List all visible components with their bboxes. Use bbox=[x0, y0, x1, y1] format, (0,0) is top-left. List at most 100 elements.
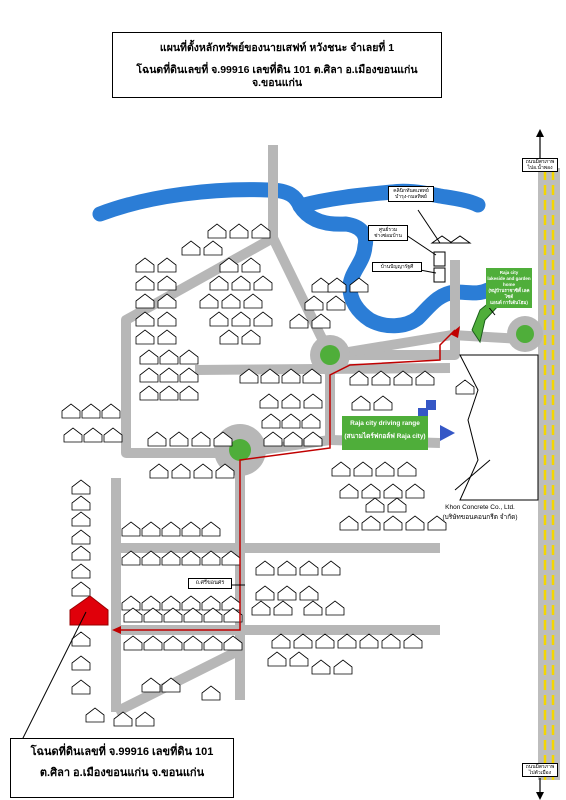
lane-sign-label: ถ.ศรีขอนศร bbox=[188, 578, 232, 589]
subject-plot-label: โฉนดที่ดินเลขที่ จ.99916 เลขที่ดิน 101 ต… bbox=[10, 738, 234, 798]
route-to-subject bbox=[116, 329, 456, 631]
house bbox=[157, 275, 177, 291]
house bbox=[179, 349, 199, 365]
highway-south-sign: ถนนมิตรภาพ ไปตัวเมือง bbox=[522, 763, 558, 777]
house bbox=[405, 515, 425, 531]
houses bbox=[61, 223, 475, 727]
roundabout-center-1 bbox=[320, 345, 340, 365]
house bbox=[63, 427, 83, 443]
house bbox=[251, 223, 271, 239]
blue-building-3 bbox=[440, 425, 455, 441]
house bbox=[181, 550, 201, 566]
house bbox=[71, 495, 91, 511]
house bbox=[359, 633, 379, 649]
house bbox=[101, 403, 121, 419]
house bbox=[135, 275, 155, 291]
house bbox=[371, 370, 391, 386]
house bbox=[149, 463, 169, 479]
house bbox=[311, 313, 331, 329]
house bbox=[139, 349, 159, 365]
house bbox=[339, 483, 359, 499]
house bbox=[251, 600, 271, 616]
house bbox=[261, 413, 281, 429]
house bbox=[183, 607, 203, 623]
house bbox=[201, 521, 221, 537]
khon-concrete-plot bbox=[459, 354, 539, 501]
house bbox=[213, 431, 233, 447]
house bbox=[141, 550, 161, 566]
house bbox=[231, 275, 251, 291]
map-title: แผนที่ตั้งหลักทรัพย์ของนายเสฟท์ หวังชนะ … bbox=[112, 32, 442, 98]
house-label: บ้านปัญญารัฐศี bbox=[372, 262, 422, 272]
house bbox=[135, 257, 155, 273]
house bbox=[123, 607, 143, 623]
house bbox=[83, 427, 103, 443]
house bbox=[393, 370, 413, 386]
house bbox=[231, 311, 251, 327]
house bbox=[85, 707, 105, 723]
house bbox=[339, 515, 359, 531]
house bbox=[337, 633, 357, 649]
house bbox=[141, 521, 161, 537]
house bbox=[241, 329, 261, 345]
house bbox=[161, 595, 181, 611]
house bbox=[215, 463, 235, 479]
house bbox=[147, 431, 167, 447]
house bbox=[304, 295, 324, 311]
house bbox=[71, 529, 91, 545]
house bbox=[179, 385, 199, 401]
house bbox=[301, 413, 321, 429]
house bbox=[209, 275, 229, 291]
house bbox=[293, 633, 313, 649]
house bbox=[333, 659, 353, 675]
house bbox=[229, 223, 249, 239]
house bbox=[157, 311, 177, 327]
house bbox=[271, 633, 291, 649]
house bbox=[289, 313, 309, 329]
house bbox=[219, 257, 239, 273]
house bbox=[169, 431, 189, 447]
house bbox=[161, 550, 181, 566]
house bbox=[255, 585, 275, 601]
house bbox=[302, 368, 322, 384]
house bbox=[121, 550, 141, 566]
clinic-label: คลินิกทันตแพทย์ บำรุง-กมลทิพย์ bbox=[388, 186, 434, 202]
house bbox=[351, 395, 371, 411]
house bbox=[403, 633, 423, 649]
house bbox=[71, 679, 91, 695]
house bbox=[203, 607, 223, 623]
house bbox=[71, 581, 91, 597]
house bbox=[81, 403, 101, 419]
house bbox=[277, 560, 297, 576]
house bbox=[303, 393, 323, 409]
north-arrow-head bbox=[536, 129, 544, 137]
house bbox=[263, 431, 283, 447]
house bbox=[61, 403, 81, 419]
house bbox=[71, 511, 91, 527]
house bbox=[183, 635, 203, 651]
house bbox=[71, 655, 91, 671]
raja-home-label: Raja city lakeside and garden home (หมู่… bbox=[486, 268, 532, 309]
house bbox=[243, 293, 263, 309]
house bbox=[239, 368, 259, 384]
house bbox=[267, 651, 287, 667]
house bbox=[327, 277, 347, 293]
house bbox=[141, 677, 161, 693]
house bbox=[135, 711, 155, 727]
house bbox=[289, 651, 309, 667]
house bbox=[203, 635, 223, 651]
house bbox=[161, 677, 181, 693]
house bbox=[253, 275, 273, 291]
house bbox=[361, 483, 381, 499]
house bbox=[163, 635, 183, 651]
house bbox=[455, 379, 475, 395]
house bbox=[349, 370, 369, 386]
house bbox=[311, 659, 331, 675]
roundabout-center-3 bbox=[516, 325, 534, 343]
house bbox=[281, 413, 301, 429]
house bbox=[353, 461, 373, 477]
house bbox=[303, 600, 323, 616]
house bbox=[123, 635, 143, 651]
